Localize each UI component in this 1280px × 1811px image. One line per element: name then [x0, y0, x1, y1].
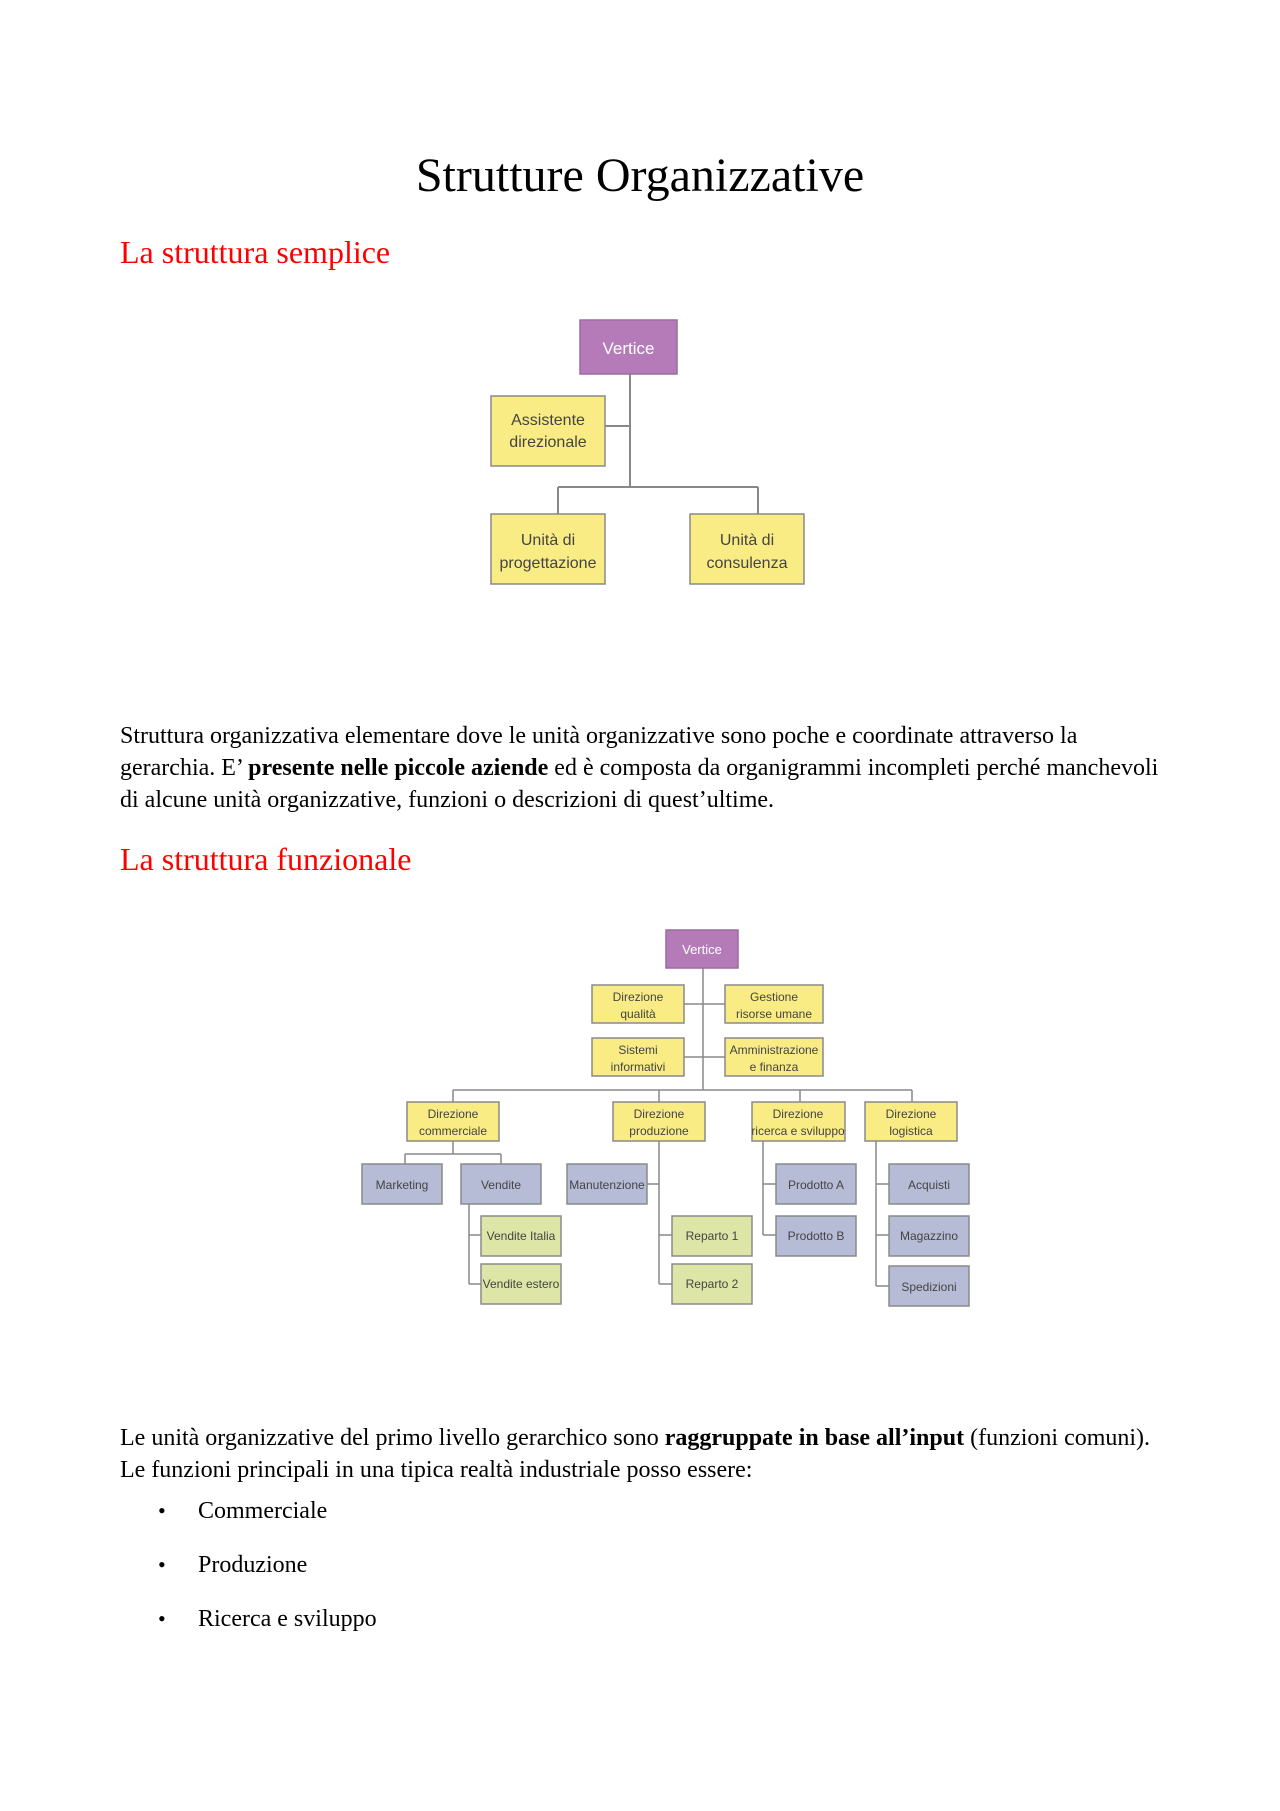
org-box-acquisti: Acquisti [888, 1163, 970, 1205]
org-box-prodotto-b: Prodotto B [775, 1215, 857, 1257]
svg-text:Vertice: Vertice [603, 339, 655, 358]
org-chart-semplice-connectors [557, 374, 759, 514]
org-box-magazzino: Magazzino [888, 1215, 970, 1257]
list-item-label: Ricerca e sviluppo [198, 1606, 377, 1632]
org-box-gestione-risorse-umane: Gestione risorse umane [724, 984, 824, 1024]
svg-text:logistica: logistica [889, 1124, 933, 1138]
svg-text:progettazione: progettazione [500, 555, 597, 572]
svg-text:Amministrazione: Amministrazione [730, 1043, 819, 1057]
org-box-direzione-logistica: Direzione logistica [864, 1101, 958, 1142]
svg-text:qualità: qualità [620, 1007, 656, 1021]
org-box-vertice-funzionale: Vertice [665, 929, 739, 969]
list-item: • Produzione [120, 1549, 377, 1603]
svg-text:Reparto 2: Reparto 2 [686, 1277, 739, 1291]
paragraph-bold: presente nelle piccole aziende [248, 755, 549, 781]
svg-text:Manutenzione: Manutenzione [569, 1178, 645, 1192]
org-box-reparto-2: Reparto 2 [671, 1263, 753, 1305]
bullet-icon: • [158, 1552, 166, 1577]
svg-text:Vertice: Vertice [682, 942, 722, 957]
svg-text:e finanza: e finanza [750, 1060, 799, 1074]
svg-text:Direzione: Direzione [634, 1107, 685, 1121]
svg-text:Reparto 1: Reparto 1 [686, 1229, 739, 1243]
svg-text:Assistente: Assistente [511, 412, 585, 429]
org-box-unita-consulenza: Unità di consulenza [689, 513, 805, 585]
org-box-prodotto-a: Prodotto A [775, 1163, 857, 1205]
section-heading-struttura-semplice: La struttura semplice [120, 234, 391, 270]
paragraph-text: Struttura organizzativa elementare dove … [120, 723, 1078, 781]
svg-text:Prodotto A: Prodotto A [788, 1178, 844, 1192]
bullet-icon: • [158, 1498, 166, 1523]
paragraph-text: (funzioni comuni). Le funzioni principal… [120, 1425, 1151, 1483]
svg-text:Vendite Italia: Vendite Italia [487, 1229, 556, 1243]
org-box-vertice: Vertice [579, 319, 678, 375]
org-chart-funzionale-connectors [404, 968, 913, 1287]
svg-text:consulenza: consulenza [707, 555, 788, 572]
svg-text:Direzione: Direzione [886, 1107, 937, 1121]
paragraph-bold: raggruppate in base all’input [664, 1425, 965, 1451]
list-item-label: Produzione [198, 1552, 308, 1578]
svg-text:Vendite estero: Vendite estero [483, 1277, 560, 1291]
org-box-vendite-italia: Vendite Italia [480, 1215, 562, 1257]
org-box-vendite: Vendite [460, 1163, 542, 1205]
org-box-spedizioni: Spedizioni [888, 1265, 970, 1307]
svg-text:informativi: informativi [611, 1060, 666, 1074]
org-box-sistemi-informativi: Sistemi informativi [591, 1037, 685, 1077]
functions-bullet-list: • Commerciale • Produzione • Ricerca e svil… [120, 1495, 377, 1657]
org-box-direzione-produzione: Direzione produzione [612, 1101, 706, 1142]
paragraph-struttura-semplice: Struttura organizzativa elementare dove … [120, 720, 1165, 816]
org-box-marketing: Marketing [361, 1163, 443, 1205]
svg-text:ricerca e sviluppo: ricerca e sviluppo [751, 1124, 845, 1138]
svg-text:Direzione: Direzione [428, 1107, 479, 1121]
list-item: • Commerciale [120, 1495, 377, 1549]
list-item-label: Commerciale [198, 1498, 328, 1524]
paragraph-text: ed è composta da organigrammi incompleti… [120, 755, 1159, 813]
svg-text:Spedizioni: Spedizioni [901, 1280, 956, 1294]
page-title: Strutture Organizzative [415, 149, 865, 202]
svg-text:Direzione: Direzione [773, 1107, 824, 1121]
svg-text:Marketing: Marketing [376, 1178, 429, 1192]
svg-text:Acquisti: Acquisti [908, 1178, 950, 1192]
svg-text:Gestione: Gestione [750, 990, 798, 1004]
svg-text:Direzione: Direzione [613, 990, 664, 1004]
bullet-icon: • [158, 1606, 166, 1631]
paragraph-struttura-funzionale: Le unità organizzative del primo livello… [120, 1422, 1165, 1486]
svg-text:direzionale: direzionale [509, 434, 586, 451]
org-box-amministrazione-finanza: Amministrazione e finanza [724, 1037, 824, 1077]
svg-text:risorse umane: risorse umane [736, 1007, 812, 1021]
svg-text:Vendite: Vendite [481, 1178, 521, 1192]
org-box-direzione-qualita: Direzione qualità [591, 984, 685, 1024]
org-box-vendite-estero: Vendite estero [480, 1263, 562, 1305]
org-box-unita-progettazione: Unità di progettazione [490, 513, 606, 585]
svg-text:Sistemi: Sistemi [618, 1043, 657, 1057]
org-box-reparto-1: Reparto 1 [671, 1215, 753, 1257]
org-box-manutenzione: Manutenzione [566, 1163, 648, 1205]
list-item: • Ricerca e sviluppo [120, 1603, 377, 1657]
svg-text:Prodotto B: Prodotto B [788, 1229, 845, 1243]
paragraph-text: Le unità organizzative del primo livello… [120, 1425, 665, 1451]
svg-text:produzione: produzione [629, 1124, 689, 1138]
section-heading-struttura-funzionale: La struttura funzionale [120, 841, 412, 877]
org-box-assistente-direzionale: Assistente direzionale [490, 395, 606, 467]
svg-text:Magazzino: Magazzino [900, 1229, 958, 1243]
org-box-direzione-commerciale: Direzione commerciale [406, 1101, 500, 1142]
svg-text:commerciale: commerciale [419, 1124, 487, 1138]
svg-text:Unità di: Unità di [720, 532, 774, 549]
org-box-direzione-ricerca-sviluppo: Direzione ricerca e sviluppo [751, 1101, 846, 1142]
svg-text:Unità di: Unità di [521, 532, 575, 549]
